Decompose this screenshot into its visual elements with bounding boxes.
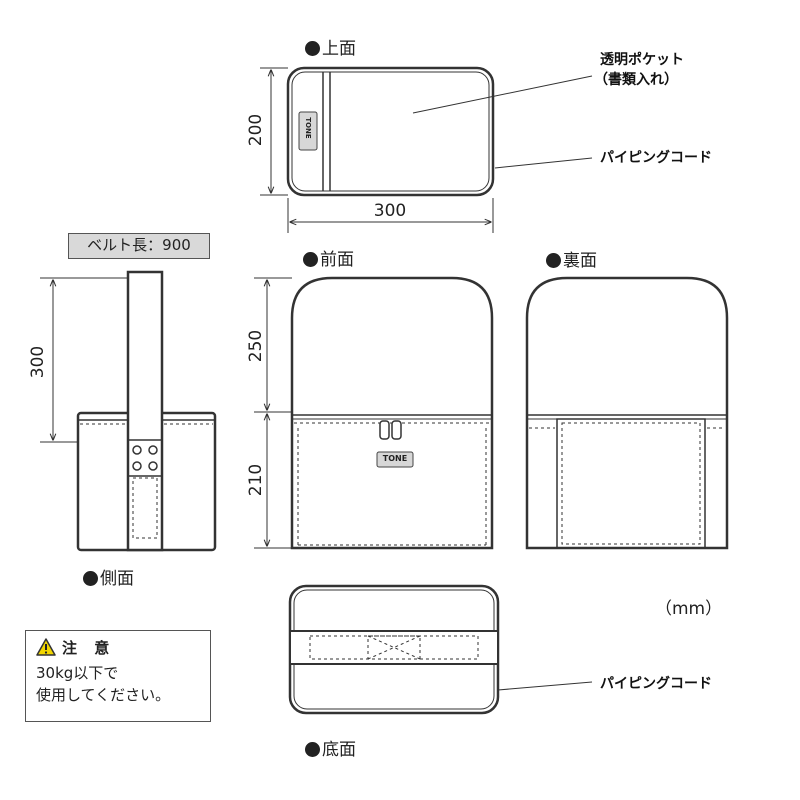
caution-header: 注 意 bbox=[36, 637, 200, 662]
top-view-piping bbox=[291, 71, 490, 192]
view-title-side-text: 側面 bbox=[100, 569, 134, 589]
view-title-back-text: 裏面 bbox=[563, 251, 597, 271]
pocket-callout: 透明ポケット （書類入れ） bbox=[594, 50, 684, 90]
back-view bbox=[525, 276, 729, 550]
bottom-view bbox=[288, 584, 500, 715]
top-depth-label: 200 bbox=[246, 113, 266, 147]
side-height-label: 300 bbox=[28, 345, 48, 379]
side-height-dimension bbox=[40, 277, 128, 443]
unit-label: （mm） bbox=[655, 599, 723, 619]
back-view-outline bbox=[525, 276, 729, 550]
bullet-icon bbox=[83, 571, 98, 586]
front-lower-dimension bbox=[254, 414, 292, 549]
belt-length-label: ベルト長：900 bbox=[68, 233, 210, 259]
view-title-top-text: 上面 bbox=[322, 39, 356, 59]
piping-bottom-callout: パイピングコード bbox=[600, 676, 712, 692]
rivet bbox=[132, 445, 142, 455]
bullet-icon bbox=[303, 252, 318, 267]
piping-top-callout: パイピングコード bbox=[600, 150, 712, 166]
bullet-icon bbox=[305, 742, 320, 757]
view-title-front: 前面 bbox=[303, 245, 354, 270]
top-width-dimension bbox=[287, 198, 494, 233]
back-view-belt-channel bbox=[556, 418, 706, 549]
warning-triangle-icon bbox=[36, 638, 56, 662]
caution-title: 注 意 bbox=[62, 639, 116, 657]
front-view-logo-patch bbox=[376, 451, 414, 468]
top-view-logo-patch bbox=[298, 111, 318, 151]
front-view bbox=[290, 276, 494, 550]
front-view-logo: TONE bbox=[382, 454, 408, 463]
rivet bbox=[148, 445, 158, 455]
caution-line1: 30kg以下で bbox=[36, 664, 119, 682]
front-upper-label: 250 bbox=[246, 329, 266, 363]
top-view bbox=[286, 66, 495, 197]
rivet bbox=[132, 461, 142, 471]
front-upper-dimension bbox=[254, 277, 292, 413]
top-view-logo: TONE bbox=[304, 117, 312, 139]
bottom-view-stitch-box bbox=[367, 635, 421, 660]
piping-bottom-leader-line bbox=[497, 681, 593, 691]
bullet-icon bbox=[546, 253, 561, 268]
side-view-belt-plate bbox=[127, 439, 163, 477]
zipper-pull bbox=[379, 420, 390, 440]
caution-line2: 使用してください。 bbox=[36, 686, 171, 704]
view-title-front-text: 前面 bbox=[320, 250, 354, 270]
top-depth-dimension bbox=[260, 67, 288, 196]
view-title-top: 上面 bbox=[305, 34, 356, 59]
top-view-outline bbox=[286, 66, 495, 197]
pocket-callout-line1: 透明ポケット bbox=[600, 52, 684, 68]
view-title-side: 側面 bbox=[83, 564, 134, 589]
pocket-leader-line bbox=[412, 75, 593, 114]
view-title-bottom-text: 底面 bbox=[322, 740, 356, 760]
front-lower-label: 210 bbox=[246, 463, 266, 497]
view-title-back: 裏面 bbox=[546, 246, 597, 271]
front-view-outline bbox=[290, 276, 494, 550]
side-view bbox=[76, 270, 217, 552]
zipper-pull bbox=[391, 420, 402, 440]
side-view-belt bbox=[126, 270, 164, 552]
pocket-callout-line2: （書類入れ） bbox=[594, 72, 678, 88]
bullet-icon bbox=[305, 41, 320, 56]
piping-top-leader-line bbox=[494, 157, 593, 169]
caution-box: 注 意 30kg以下で 使用してください。 bbox=[25, 630, 211, 722]
side-view-belt-stitch bbox=[132, 477, 158, 539]
top-width-label: 300 bbox=[373, 201, 407, 221]
rivet bbox=[148, 461, 158, 471]
view-title-bottom: 底面 bbox=[305, 735, 356, 760]
